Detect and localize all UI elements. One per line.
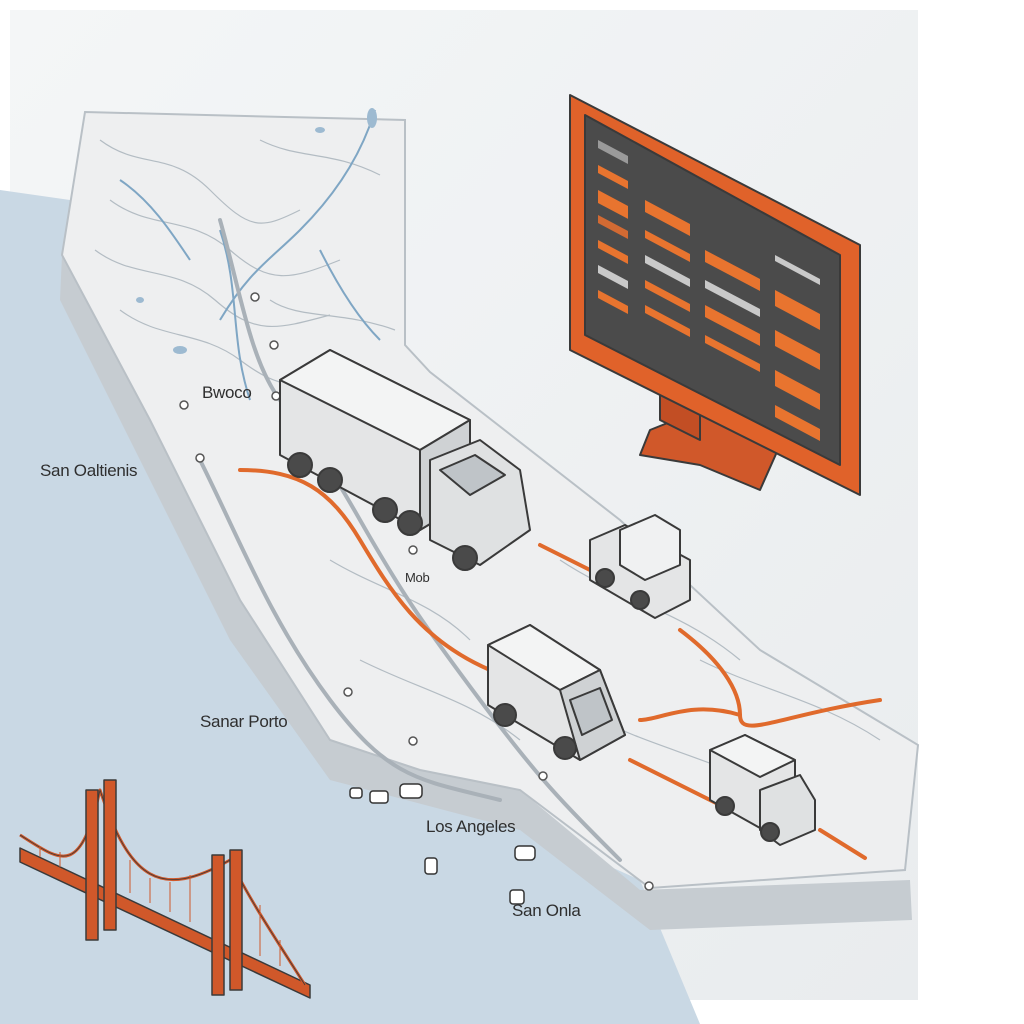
city-label-4: Sanar Porto xyxy=(200,712,287,731)
ocean xyxy=(0,190,700,1024)
channel-islands xyxy=(349,783,536,905)
city-label-6: San Onla xyxy=(512,901,581,920)
city-label-5: Los Angeles xyxy=(426,817,515,836)
rivers xyxy=(119,109,381,401)
delivery-van-icon xyxy=(487,624,626,761)
city-label-3: Mob xyxy=(405,570,429,585)
suspension-bridge-icon xyxy=(19,779,311,999)
box-truck-icon xyxy=(709,734,816,846)
semi-truck-icon xyxy=(279,349,531,571)
lakes xyxy=(136,108,377,354)
dashboard-monitor-icon xyxy=(569,94,861,496)
delivery-routes xyxy=(238,468,882,860)
city-label-2: San Oaltienis xyxy=(40,461,137,480)
city-label-1: Bwoco xyxy=(202,383,252,402)
city-markers xyxy=(179,292,654,891)
pickup-truck-icon xyxy=(589,514,691,619)
highways xyxy=(198,218,622,862)
